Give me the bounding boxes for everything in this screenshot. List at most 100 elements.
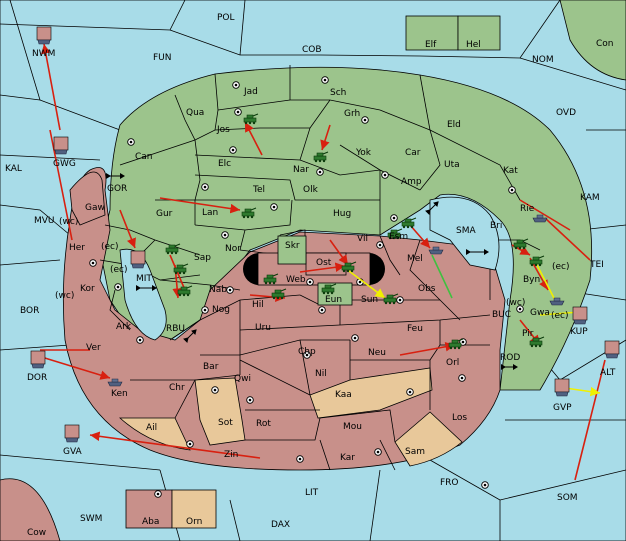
- label-gva: GVA: [63, 447, 83, 457]
- label-chp: Chp: [298, 347, 316, 357]
- label-bar: Bar: [203, 362, 219, 372]
- label-grh: Grh: [344, 109, 360, 119]
- label-amp: Amp: [401, 177, 422, 187]
- label-ver: Ver: [86, 343, 101, 353]
- label-uta: Uta: [444, 160, 460, 170]
- label-kup: KUP: [570, 327, 588, 337]
- label-rot: Rot: [256, 419, 271, 429]
- label-hil: Hil: [252, 300, 264, 310]
- label-gaw: Gaw: [85, 203, 105, 213]
- label-yok: Yok: [355, 148, 372, 158]
- label-neu: Neu: [368, 348, 386, 358]
- label-coast-ec-byn: (ec): [552, 262, 570, 272]
- label-gwa: Gwa: [530, 308, 550, 318]
- label-ark: Ark: [116, 322, 132, 332]
- label-olk: Olk: [303, 185, 319, 195]
- region-sam[interactable]: [394, 411, 463, 467]
- label-aba: Aba: [142, 517, 159, 527]
- label-kal: KAL: [5, 164, 22, 174]
- label-web: Web: [286, 275, 306, 285]
- label-cob: COB: [302, 45, 322, 55]
- label-sap: Sap: [194, 253, 211, 263]
- label-ail: Ail: [146, 423, 157, 433]
- label-pir: Pir: [522, 329, 534, 339]
- label-mvu: MVU: [34, 216, 55, 226]
- red-borders: [99, 224, 491, 471]
- label-zin: Zin: [224, 450, 238, 460]
- label-lan: Lan: [202, 208, 218, 218]
- label-dor: DOR: [27, 373, 47, 383]
- label-sma: SMA: [456, 226, 476, 236]
- label-jad: Jad: [243, 87, 258, 97]
- label-coast-ec-gwa: (ec): [551, 311, 569, 321]
- label-bor: BOR: [20, 306, 39, 316]
- label-coast-wc-kor: (wc): [55, 291, 74, 301]
- label-can: Can: [135, 152, 153, 162]
- label-kar: Kar: [340, 453, 355, 463]
- label-pol: POL: [217, 13, 235, 23]
- label-vil: Vil: [357, 234, 368, 244]
- label-orl: Orl: [446, 358, 459, 368]
- label-los: Los: [452, 413, 467, 423]
- label-rie: Rie: [520, 204, 535, 214]
- region-ail[interactable]: [118, 417, 191, 451]
- green-borders: [119, 65, 541, 256]
- label-dax: DAX: [271, 520, 290, 530]
- label-nor: Nor: [225, 244, 241, 254]
- label-her: Her: [69, 243, 85, 253]
- label-qwi: Qwi: [234, 374, 251, 384]
- label-gor: GOR: [107, 184, 127, 194]
- label-coast-ec-kor: (ec): [110, 265, 128, 275]
- label-swm: SWM: [80, 514, 102, 524]
- label-byn: Byn: [523, 275, 540, 285]
- region-aba[interactable]: [125, 489, 173, 529]
- label-sch: Sch: [330, 88, 346, 98]
- label-buc: BUC: [492, 310, 511, 320]
- label-sam: Sam: [405, 447, 425, 457]
- label-nar: Nar: [293, 165, 309, 175]
- region-hel[interactable]: [457, 15, 501, 51]
- convoy-order: [431, 254, 453, 299]
- label-ost: Ost: [316, 258, 332, 268]
- label-eld: Eld: [447, 120, 461, 130]
- label-uru: Uru: [255, 323, 271, 333]
- label-sot: Sot: [218, 418, 233, 428]
- label-elc: Elc: [218, 159, 231, 169]
- label-nwm: NWM: [32, 49, 55, 59]
- label-gur: Gur: [156, 209, 173, 219]
- label-cow: Cow: [27, 528, 46, 538]
- label-gvp: GVP: [553, 403, 572, 413]
- label-rod: ROD: [500, 353, 520, 363]
- label-tei: TEI: [589, 260, 604, 270]
- label-fro: FRO: [440, 478, 459, 488]
- label-feu: Feu: [407, 324, 423, 334]
- label-sun: Sun: [361, 295, 378, 305]
- label-eun: Eun: [325, 295, 342, 305]
- label-fun: FUN: [153, 53, 172, 63]
- label-qua: Qua: [186, 108, 204, 118]
- region-orn[interactable]: [171, 489, 217, 529]
- label-coast-wc-her: (wc): [59, 217, 78, 227]
- region-elf[interactable]: [405, 15, 459, 51]
- region-skr[interactable]: [277, 235, 307, 265]
- label-mou: Mou: [343, 422, 362, 432]
- label-nab: Nab: [209, 285, 227, 295]
- label-ovd: OVD: [556, 108, 576, 118]
- label-esm: Esm: [389, 232, 408, 242]
- label-jos: Jos: [216, 125, 230, 135]
- label-gwg: GWG: [53, 159, 76, 169]
- label-rbu: RBU: [166, 324, 185, 334]
- label-elf: Elf: [425, 40, 437, 50]
- label-coast-wc-gwa: (wc): [506, 298, 525, 308]
- label-coast-ec-her: (ec): [101, 242, 119, 252]
- label-skr: Skr: [285, 241, 300, 251]
- label-ken: Ken: [111, 389, 128, 399]
- label-kat: Kat: [503, 166, 518, 176]
- region-gaw[interactable]: [69, 171, 106, 226]
- label-kaa: Kaa: [335, 390, 352, 400]
- label-tel: Tel: [252, 185, 265, 195]
- label-alt: ALT: [600, 368, 616, 378]
- coastal-links: [106, 173, 518, 370]
